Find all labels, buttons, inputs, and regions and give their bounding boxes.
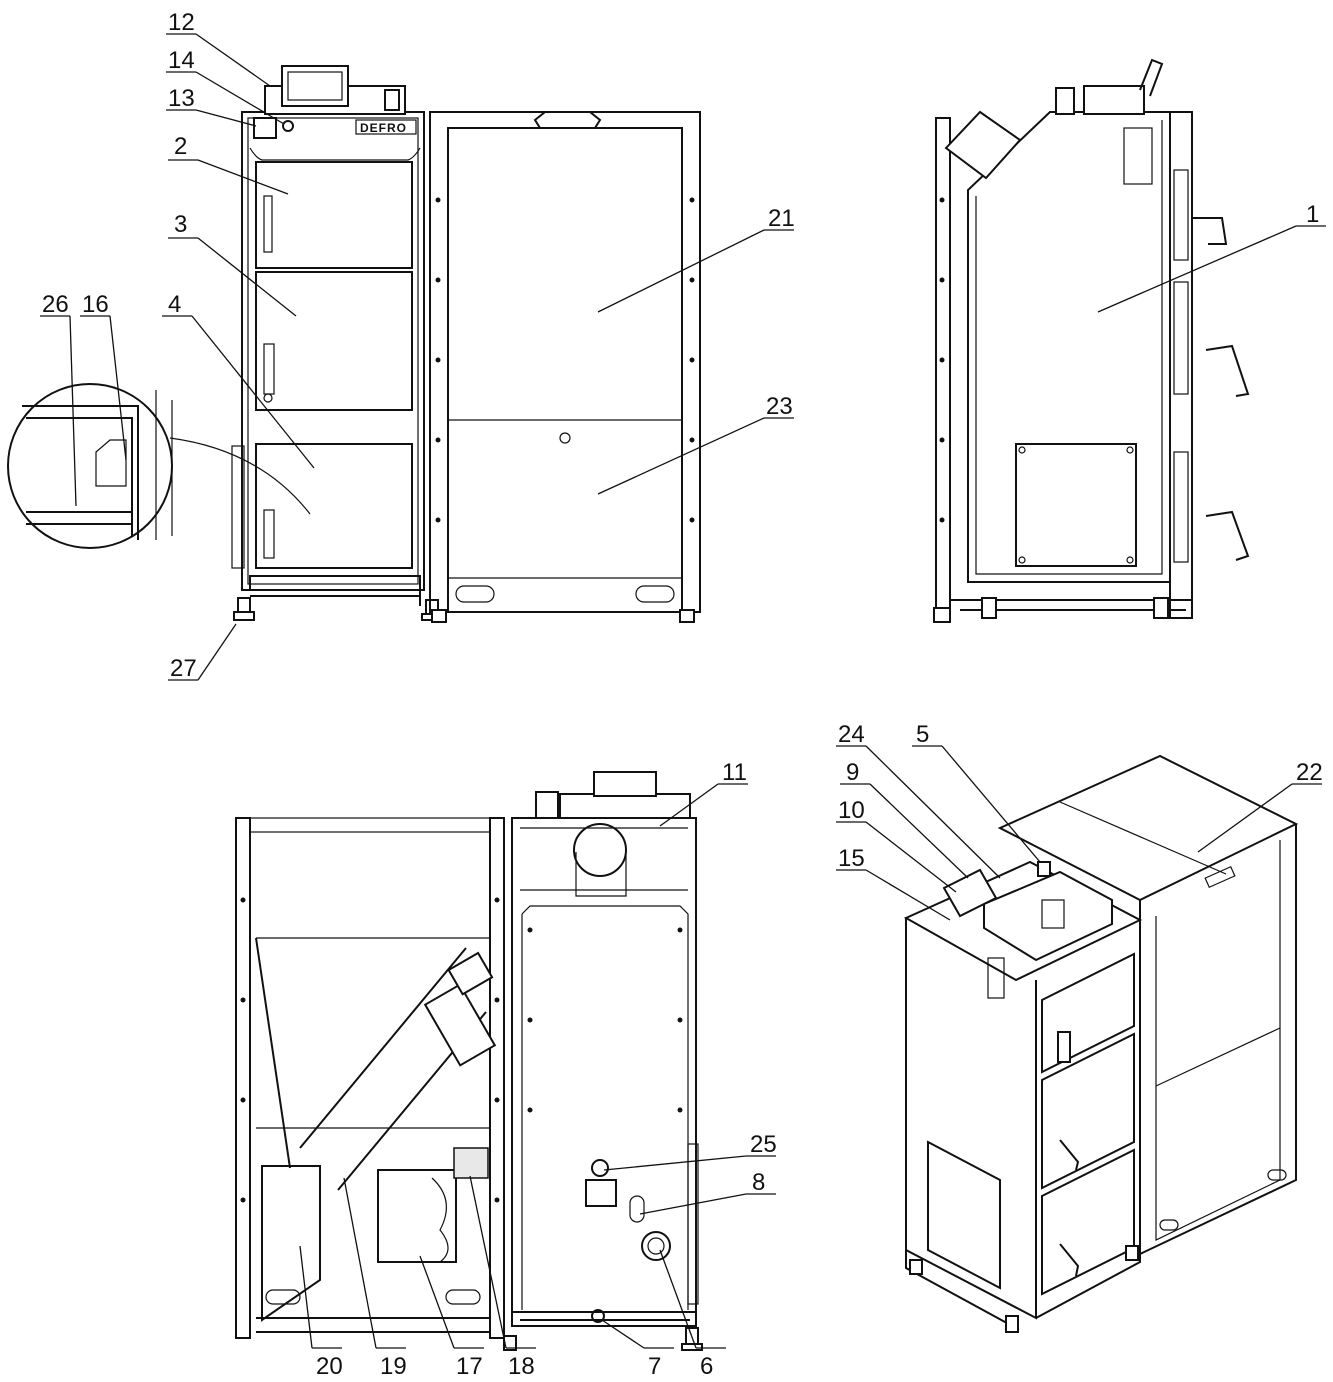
callout-8: 8 [752,1169,765,1196]
callouts: 12 14 13 2 3 26 16 4 27 21 [40,9,1326,1380]
callout-22: 22 [1296,759,1323,786]
callout-20: 20 [316,1353,343,1380]
callout-4: 4 [168,291,181,318]
callout-11: 11 [722,759,747,786]
callout-6: 6 [700,1353,713,1380]
rear-view [235,771,703,1351]
callout-12: 12 [168,9,195,36]
front-view: DEFRO [7,65,701,623]
callout-27: 27 [170,655,197,682]
isometric-view [903,754,1299,1333]
callout-1: 1 [1306,201,1319,228]
callout-10: 10 [838,797,865,824]
callout-24: 24 [838,721,865,748]
callout-25: 25 [750,1131,777,1158]
callout-9: 9 [846,759,859,786]
callout-5: 5 [916,721,929,748]
callout-26: 26 [42,291,69,318]
callout-2: 2 [174,133,187,160]
callout-18: 18 [508,1353,535,1380]
front-brand-label: DEFRO [360,121,407,135]
callout-19: 19 [380,1353,407,1380]
callout-15: 15 [838,845,865,872]
callout-14: 14 [168,47,195,74]
callout-17: 17 [456,1353,483,1380]
side-view [933,58,1250,623]
callout-13: 13 [168,85,195,112]
callout-7: 7 [648,1353,661,1380]
callout-16: 16 [82,291,109,318]
callout-21: 21 [768,205,795,232]
callout-3: 3 [174,211,187,238]
callout-23: 23 [766,393,793,420]
